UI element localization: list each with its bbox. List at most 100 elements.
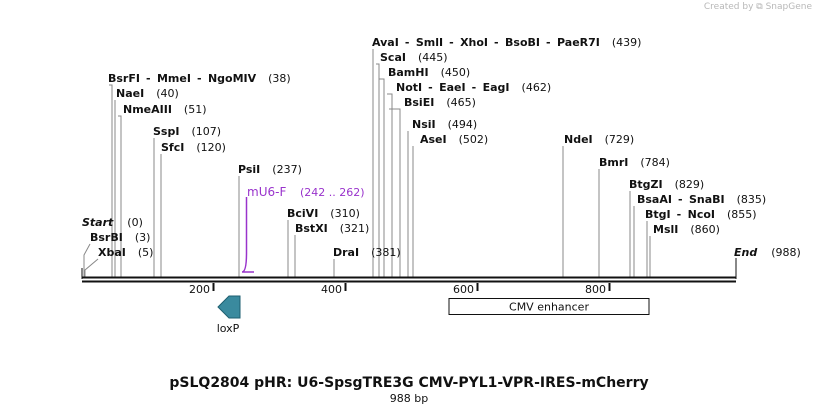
site-position: (502)	[459, 133, 489, 146]
site-name-avai: AvaI	[372, 36, 399, 49]
site-position: (445)	[418, 51, 448, 64]
site-position: (494)	[448, 118, 478, 131]
site-xbai[interactable]: XbaI(5)	[98, 246, 153, 259]
site-position: (855)	[727, 208, 757, 221]
site-name-scai: ScaI	[380, 51, 406, 64]
site-separator: -	[146, 72, 151, 85]
site-drai[interactable]: DraI(381)	[333, 246, 401, 259]
site-sspi[interactable]: SspI(107)	[153, 125, 221, 138]
watermark-brand: SnapGene	[765, 2, 812, 12]
site-btgi-ncoi[interactable]: BtgI-NcoI(855)	[645, 208, 757, 221]
tick-label-400: 400	[321, 283, 342, 296]
site-leader-line	[379, 78, 385, 277]
map-subtitle: 988 bp	[389, 392, 429, 405]
site-position: (38)	[268, 72, 291, 85]
site-name-ngomiv: NgoMIV	[208, 72, 257, 85]
site-nmeaiii[interactable]: NmeAIII (51)	[123, 103, 207, 116]
feature-label-cmv-enhancer: CMV enhancer	[509, 301, 589, 314]
site-btgzi[interactable]: BtgZI(829)	[629, 178, 704, 191]
site-psii[interactable]: PsiI(237)	[238, 163, 302, 176]
site-scai[interactable]: ScaI (445)	[380, 51, 448, 64]
site-position: (462)	[522, 81, 552, 94]
site-leader-line	[387, 93, 393, 277]
site-name-bsobi: BsoBI	[505, 36, 540, 49]
watermark: Created by ⧉ SnapGene	[704, 2, 812, 12]
site-position: (784)	[640, 156, 670, 169]
site-name-asei: AseI	[420, 133, 447, 146]
site-nsii[interactable]: NsiI (494)	[412, 118, 477, 131]
site-bsrfi-mmei-ngomiv[interactable]: BsrFI-MmeI-NgoMIV(38)	[108, 72, 291, 85]
tick-label-800: 800	[585, 283, 606, 296]
site-name-bstxi: BstXI	[295, 222, 328, 235]
site-name-bsrbi: BsrBI	[90, 231, 123, 244]
primer-mU6-F[interactable]: mU6-F (242 .. 262)	[241, 185, 365, 273]
loxP-arrow-icon	[217, 295, 241, 319]
feature-label-loxP: loxP	[217, 322, 240, 335]
site-ndei[interactable]: NdeI (729)	[564, 133, 634, 146]
site-name-mmei: MmeI	[157, 72, 191, 85]
tick-label-200: 200	[189, 283, 210, 296]
site-name-bamhi: BamHI	[388, 66, 429, 79]
site-bcivi[interactable]: BciVI (310)	[287, 207, 360, 220]
site-separator: -	[428, 81, 433, 94]
site-name-eaei: EaeI	[439, 81, 466, 94]
site-bstxi[interactable]: BstXI (321)	[295, 222, 369, 235]
site-name-bsiei: BsiEI	[404, 96, 434, 109]
site-sfci[interactable]: SfcI (120)	[161, 141, 226, 154]
site-separator: -	[678, 193, 683, 206]
site-bsiei[interactable]: BsiEI(465)	[404, 96, 476, 109]
site-position: (3)	[135, 231, 151, 244]
site-labels: BsrFI-MmeI-NgoMIV(38)NaeI(40)NmeAIII(51)…	[82, 36, 801, 259]
site-asei[interactable]: AseI (502)	[420, 133, 488, 146]
site-name-naei: NaeI	[116, 87, 144, 100]
end-position: (0)	[127, 216, 143, 229]
site-avai-smli-xhoi-bsobi-paer7i[interactable]: AvaI-SmlI-XhoI-BsoBI-PaeR7I(439)	[372, 36, 641, 49]
site-name-bcivi: BciVI	[287, 207, 318, 220]
site-name-bmri: BmrI	[599, 156, 628, 169]
site-leader-line	[84, 258, 99, 277]
site-separator: -	[449, 36, 454, 49]
site-position: (40)	[156, 87, 179, 100]
site-position: (729)	[605, 133, 635, 146]
site-name-ndei: NdeI	[564, 133, 593, 146]
end-position: (988)	[771, 246, 801, 259]
site-position: (321)	[340, 222, 370, 235]
site-separator: -	[546, 36, 551, 49]
sequence-end-marker: End(988)	[734, 246, 801, 259]
site-bmri[interactable]: BmrI (784)	[599, 156, 670, 169]
site-position: (310)	[330, 207, 360, 220]
site-bamhi[interactable]: BamHI (450)	[388, 66, 470, 79]
site-separator: -	[472, 81, 477, 94]
site-position: (450)	[441, 66, 471, 79]
site-leader-line	[376, 63, 380, 277]
site-name-nmeaiii: NmeAIII	[123, 103, 172, 116]
site-naei[interactable]: NaeI (40)	[116, 87, 179, 100]
site-position: (120)	[196, 141, 226, 154]
site-name-nsii: NsiI	[412, 118, 436, 131]
site-position: (237)	[272, 163, 302, 176]
site-name-ncoi: NcoI	[688, 208, 715, 221]
site-name-smli: SmlI	[416, 36, 443, 49]
site-leader-line	[118, 115, 122, 277]
site-position: (835)	[737, 193, 767, 206]
site-leader-line	[389, 108, 401, 277]
site-position: (51)	[184, 103, 207, 116]
site-name-btgzi: BtgZI	[629, 178, 663, 191]
sequence-backbone	[81, 258, 737, 283]
site-name-msli: MslI	[653, 223, 678, 236]
site-name-noti: NotI	[396, 81, 422, 94]
watermark-prefix: Created by	[703, 2, 754, 12]
site-name-xhoi: XhoI	[460, 36, 488, 49]
tick-label-600: 600	[453, 283, 474, 296]
site-bsaai-snabi[interactable]: BsaAI-SnaBI(835)	[637, 193, 766, 206]
site-msli[interactable]: MslI(860)	[653, 223, 720, 236]
feature-cmv-enhancer[interactable]: CMV enhancer	[448, 298, 650, 315]
site-bsrbi[interactable]: BsrBI (3)	[90, 231, 150, 244]
site-separator: -	[197, 72, 202, 85]
site-name-bsrfi: BsrFI	[108, 72, 140, 85]
feature-loxP[interactable]: loxP	[217, 295, 241, 335]
site-name-sfci: SfcI	[161, 141, 184, 154]
site-noti-eaei-eagi[interactable]: NotI-EaeI-EagI(462)	[396, 81, 551, 94]
